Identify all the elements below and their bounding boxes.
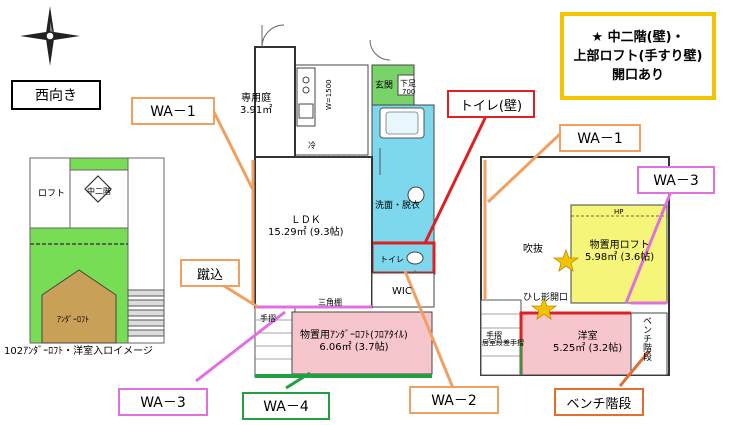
image-caption: 102ｱﾝﾀﾞｰﾛﾌﾄ・洋室入ロイメージ	[4, 346, 153, 357]
room-entrance-image	[29, 157, 165, 344]
note-box: ★ 中二階(壁)・ 上部ロフト(手すり壁) 開口あり	[560, 12, 716, 100]
room-handrail: 手摺	[260, 314, 276, 323]
image-mezz-label: 中二階	[87, 187, 111, 196]
tag-wa4: WA－4	[242, 392, 330, 420]
room-ldk: ＬＤＫ 15.29㎡ (9.3帖)	[268, 215, 344, 238]
room-hatch: ひし形開口	[523, 293, 569, 303]
room-bench-vertical: ベンチ階段	[641, 316, 651, 361]
room-upper-handrail: 手摺	[486, 331, 502, 340]
tag-wa3-left: WA－3	[118, 388, 208, 416]
tag-toilet-wall: トイレ(壁)	[447, 90, 535, 118]
room-shoebox: 下足	[400, 79, 416, 88]
tag-kerikomi: 蹴込	[180, 259, 240, 287]
room-upper-stair-text: 居室段差手摺	[482, 339, 524, 347]
tag-wa3-right: WA－3	[637, 166, 715, 194]
room-garden: 専用庭 3.91㎡	[240, 93, 273, 116]
tag-wa1-right: WA－1	[559, 124, 641, 152]
room-washroom: 洗面・脱衣	[375, 201, 421, 211]
room-triangle-shelf: 三角棚	[318, 298, 342, 307]
room-toilet: トイレ	[380, 255, 404, 264]
compass-direction-label: 西向き	[11, 80, 101, 110]
note-line-2: 上部ロフト(手すり壁)	[573, 49, 703, 64]
image-loft-label: ロフト	[38, 189, 66, 199]
room-western: 洋室 5.25㎡ (3.2帖)	[553, 331, 623, 354]
room-storage-loft: 物置用ロフト 5.98㎡ (3.6帖)	[585, 240, 655, 263]
kitchen-fridge-label: 冷	[308, 141, 316, 150]
tag-bench-step: ベンチ階段	[554, 388, 644, 416]
note-line-3: 開口あり	[611, 68, 664, 83]
shoebox-size-label: 700	[402, 88, 416, 96]
room-entrance: 玄関	[375, 81, 394, 91]
note-line-1: ★ 中二階(壁)・	[591, 30, 685, 45]
room-wic: WIC	[392, 286, 412, 297]
room-hp: HP	[614, 208, 624, 216]
kitchen-width-label: W=1500	[325, 79, 333, 110]
star-icon	[552, 248, 580, 272]
room-storage-under-loft: 物置用ｱﾝﾀﾞｰﾛﾌﾄ(ﾌﾛｱﾀｲﾙ) 6.06㎡ (3.7帖)	[300, 330, 408, 353]
room-fukinuke: 吹抜	[523, 244, 543, 255]
tag-wa1-left: WA－1	[131, 97, 215, 125]
image-under-label: ｱﾝﾀﾞｰﾛﾌﾄ	[57, 315, 89, 324]
first-floor-plan	[251, 24, 436, 378]
compass-rose-icon	[20, 6, 80, 66]
tag-wa2: WA－2	[409, 386, 499, 414]
